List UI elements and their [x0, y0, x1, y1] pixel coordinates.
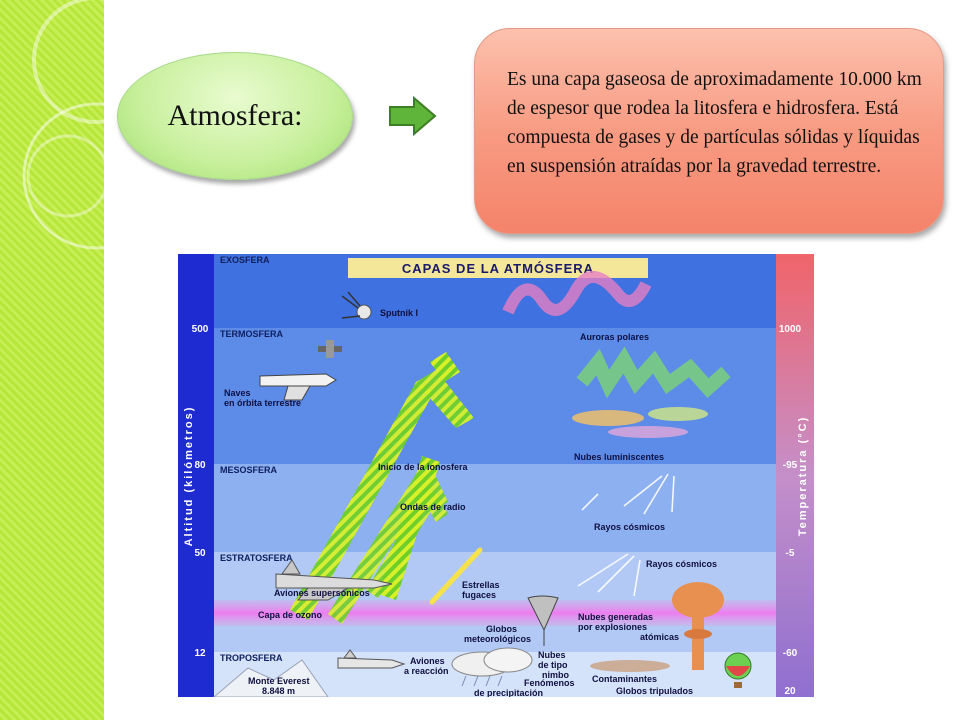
nubes-luminiscentes-label: Nubes luminiscentes: [574, 452, 664, 462]
layer-estratosfera: ESTRATOSFERA: [220, 553, 293, 563]
luminescent-clouds-illustration: [572, 407, 708, 438]
contaminantes-label: Contaminantes: [592, 674, 657, 684]
supersonic-jet-icon: [275, 559, 393, 601]
heading-banner: [348, 258, 648, 278]
pollutants-icon: [590, 660, 670, 672]
estrellas-label-1: Estrellas: [462, 580, 500, 590]
temp-tick-minus60: -60: [783, 648, 798, 659]
precipitacion-label-1: Fenómenos: [524, 678, 575, 688]
description-box: Es una capa gaseosa de aproximadamente 1…: [474, 28, 944, 234]
hot-air-balloon-icon: [724, 652, 752, 688]
globos-tripulados-label: Globos tripulados: [616, 686, 693, 696]
atmosphere-layers-diagram: CAPAS DE LA ATMÓSFERA Altitud (kilómetro…: [178, 254, 814, 697]
aviones-reaccion-label-2: a reacción: [404, 666, 449, 676]
ionosfera-label: Inicio de la ionosfera: [378, 462, 469, 472]
altitude-bar: [178, 254, 214, 697]
temp-tick-1000: 1000: [779, 324, 802, 335]
altitude-tick-500: 500: [192, 324, 209, 335]
termosfera-band: [214, 328, 776, 464]
sputnik-icon: [341, 291, 372, 320]
diagram-heading: CAPAS DE LA ATMÓSFERA: [402, 261, 594, 276]
altitude-tick-12: 12: [194, 648, 206, 659]
rayos-cosmicos-label-2: Rayos cósmicos: [646, 559, 717, 569]
nubes-explosiones-label-1: Nubes generadas: [578, 612, 653, 622]
nubes-nimbo-label-2: de tipo: [538, 660, 568, 670]
rayos-cosmicos-label-1: Rayos cósmicos: [594, 522, 665, 532]
description-text: Es una capa gaseosa de aproximadamente 1…: [507, 69, 922, 177]
temp-tick-minus5: -5: [786, 548, 795, 559]
green-aurora-illustration: [576, 346, 731, 399]
capa-ozono-label: Capa de ozono: [258, 610, 323, 620]
precipitacion-label-2: de precipitación: [474, 688, 543, 697]
globos-met-label-2: meteorológicos: [464, 634, 531, 644]
cosmic-rays-illustration: [577, 473, 675, 597]
slide-title: Atmosfera:: [167, 99, 303, 132]
auroras-label: Auroras polares: [580, 332, 649, 342]
layer-termosfera: TERMOSFERA: [220, 329, 284, 339]
temperature-bar: [776, 254, 814, 697]
weather-balloon-icon: [527, 595, 559, 646]
nubes-nimbo-label-1: Nubes: [538, 650, 566, 660]
mountain-icon: [213, 659, 329, 697]
rain-cloud-icon: [451, 647, 533, 687]
mesosfera-band: [214, 464, 776, 552]
aviones-reaccion-label-1: Aviones: [410, 656, 445, 666]
title-bubble: Atmosfera:: [117, 52, 353, 180]
layer-troposfera: TROPOSFERA: [220, 653, 283, 663]
decorative-side-strip: [0, 0, 104, 720]
ondas-radio-label: Ondas de radio: [400, 502, 466, 512]
estrellas-label-2: fugaces: [462, 590, 496, 600]
right-axis-label: Temperatura (°C): [797, 416, 809, 537]
aviones-supersonicos-label: Aviones supersónicos: [274, 588, 370, 598]
altitude-tick-80: 80: [194, 460, 206, 471]
layer-mesosfera: MESOSFERA: [220, 465, 278, 475]
left-axis-label: Altitud (kilómetros): [183, 406, 195, 547]
monte-everest-label-2: 8.848 m: [262, 686, 295, 696]
nubes-explosiones-label-3: atómicas: [640, 632, 679, 642]
arrow-right-icon: [389, 96, 437, 136]
naves-label-2: en órbita terrestre: [224, 398, 301, 408]
sputnik-label: Sputnik I: [380, 308, 418, 318]
ionosphere-beam: [378, 352, 460, 600]
temp-tick-20: 20: [784, 686, 796, 697]
altitude-tick-50: 50: [194, 548, 206, 559]
nubes-explosiones-label-2: por explosiones: [578, 622, 647, 632]
monte-everest-label-1: Monte Everest: [248, 676, 310, 686]
decorative-circles: [22, 0, 104, 250]
naves-label-1: Naves: [224, 388, 251, 398]
globos-met-label-1: Globos: [486, 624, 517, 634]
airliner-icon: [337, 649, 406, 669]
space-shuttle-icon: [259, 340, 342, 401]
nubes-nimbo-label-3: nimbo: [542, 670, 569, 680]
layer-exosfera: EXOSFERA: [220, 255, 270, 265]
aurora-illustration: [502, 271, 652, 316]
temp-tick-minus95: -95: [783, 460, 798, 471]
shooting-star-icon: [429, 547, 483, 605]
mushroom-cloud-icon: [672, 582, 724, 670]
